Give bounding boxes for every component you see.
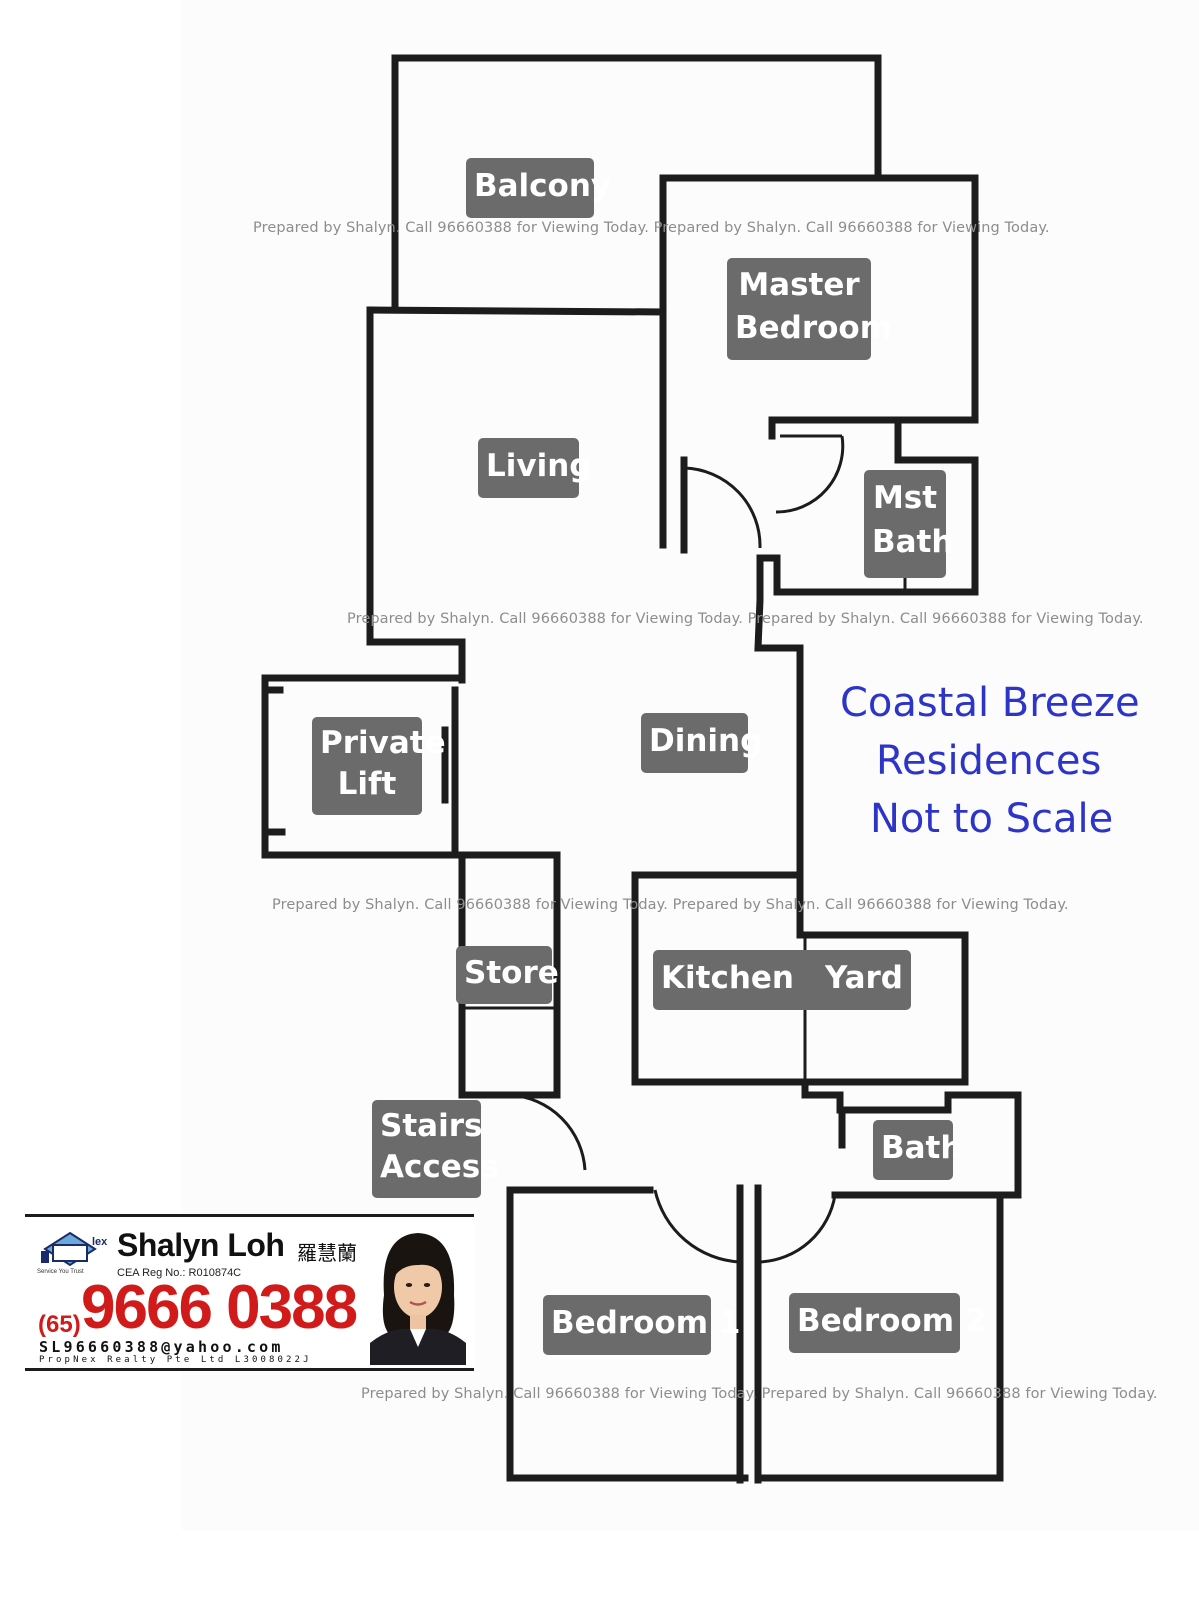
room-label-master-bedroom-line2: Bedroom (735, 310, 893, 346)
cea-registration: CEA Reg No.: R010874C (117, 1267, 242, 1279)
brand-text: lex (92, 1236, 108, 1248)
agent-email: SL96660388@yahoo.com (39, 1338, 284, 1356)
phone-prefix: (65) (38, 1311, 81, 1338)
room-label-store: Store (456, 946, 559, 1004)
room-label-bath: Bath (873, 1120, 962, 1180)
watermark-2: Prepared by Shalyn. Call 96660388 for Vi… (347, 611, 1144, 627)
room-label-private-lift-line2: Lift (337, 766, 397, 802)
agent-name: Shalyn Loh (117, 1227, 285, 1263)
company-name: PropNex Realty Pte Ltd L3008022J (39, 1355, 312, 1365)
room-label-living: Living (478, 438, 591, 498)
agent-card: lex Service You Trust Shalyn Loh 羅慧蘭 CEA… (25, 1214, 474, 1371)
title-line-1: Coastal Breeze (840, 680, 1140, 726)
room-label-master-bedroom-line1: Master (738, 267, 860, 303)
room-label-bedroom-2: Bedroom 2 (789, 1293, 986, 1353)
room-label-stairs-access-line2: Access (380, 1149, 499, 1185)
title-line-3: Not to Scale (870, 796, 1114, 842)
room-label-stairs-access: Stairs Access (372, 1100, 499, 1198)
propnex-logo-icon (41, 1231, 97, 1267)
room-label-private-lift-line1: Private (320, 725, 446, 761)
room-label-kitchen-text: Kitchen (661, 960, 795, 996)
room-label-stairs-access-line1: Stairs (380, 1108, 483, 1144)
watermark-1: Prepared by Shalyn. Call 96660388 for Vi… (253, 220, 1050, 236)
room-label-bedroom-1: Bedroom 1 (543, 1295, 740, 1355)
room-label-mst-bath-line2: Bath (872, 524, 954, 560)
room-label-yard-text: Yard (825, 960, 903, 996)
room-label-kitchen: Kitchen Yard (653, 950, 911, 1010)
room-label-mst-bath-line1: Mst (872, 480, 938, 516)
watermark-4: Prepared by Shalyn. Call 96660388 for Vi… (361, 1386, 1158, 1402)
room-label-balcony: Balcony (466, 158, 611, 218)
room-label-master-bedroom: Master Bedroom (727, 258, 893, 360)
phone-number: 9666 0388 (81, 1273, 358, 1342)
watermark-3: Prepared by Shalyn. Call 96660388 for Vi… (272, 897, 1069, 913)
agent-photo-avatar (370, 1225, 466, 1365)
agent-chinese-name: 羅慧蘭 (297, 1241, 357, 1265)
brand-tagline: Service You Trust (37, 1269, 84, 1275)
room-label-mst-bath: Mst Bath (864, 470, 954, 578)
room-label-private-lift: Private Lift (312, 717, 446, 815)
room-label-dining: Dining (641, 713, 762, 773)
title-line-2: Residences (876, 738, 1102, 784)
